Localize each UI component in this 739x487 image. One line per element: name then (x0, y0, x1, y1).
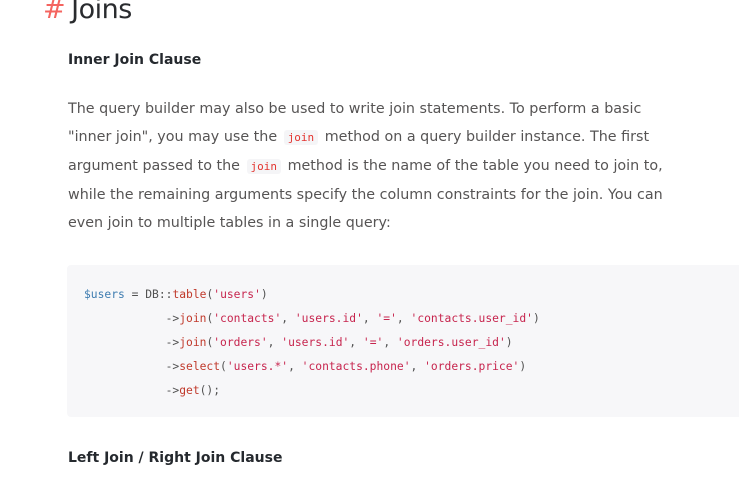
page-title-text: Joins (71, 0, 132, 25)
page-title: #Joins (43, 0, 132, 25)
paragraph-line: even join to multiple tables in a single… (68, 215, 391, 231)
inline-code-join: join (283, 130, 319, 145)
paragraph-line: while the remaining arguments specify th… (68, 187, 663, 203)
code-block[interactable]: $users = DB::table('users') ->join('cont… (67, 265, 739, 417)
paragraph-line: argument passed to the (68, 158, 240, 174)
paragraph-line: method is the name of the table you need… (287, 158, 663, 174)
inline-code-join: join (246, 159, 282, 174)
left-join-heading: Left Join / Right Join Clause (68, 450, 283, 466)
paragraph-line: "inner join", you may use the (68, 129, 278, 145)
inner-join-heading: Inner Join Clause (68, 52, 202, 68)
paragraph-line: method on a query builder instance. The … (324, 129, 650, 145)
code-snippet: $users = DB::table('users') ->join('cont… (84, 288, 540, 397)
inner-join-paragraph: The query builder may also be used to wr… (68, 95, 736, 237)
anchor-hash-link[interactable]: # (43, 0, 66, 25)
paragraph-line: The query builder may also be used to wr… (68, 101, 642, 117)
